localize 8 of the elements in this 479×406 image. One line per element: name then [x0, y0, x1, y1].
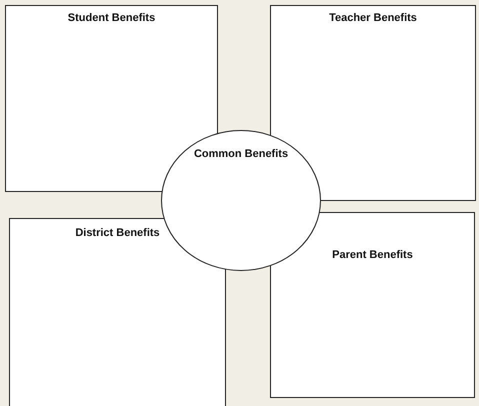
box-heading: Parent Benefits	[332, 249, 413, 261]
box-heading: Common Benefits	[194, 148, 288, 160]
box-heading: Teacher Benefits	[329, 12, 417, 24]
category-box	[9, 218, 226, 406]
benefits-circle	[161, 130, 321, 271]
category-box	[270, 212, 475, 398]
box-heading: District Benefits	[75, 227, 160, 239]
box-heading: Student Benefits	[68, 12, 156, 24]
